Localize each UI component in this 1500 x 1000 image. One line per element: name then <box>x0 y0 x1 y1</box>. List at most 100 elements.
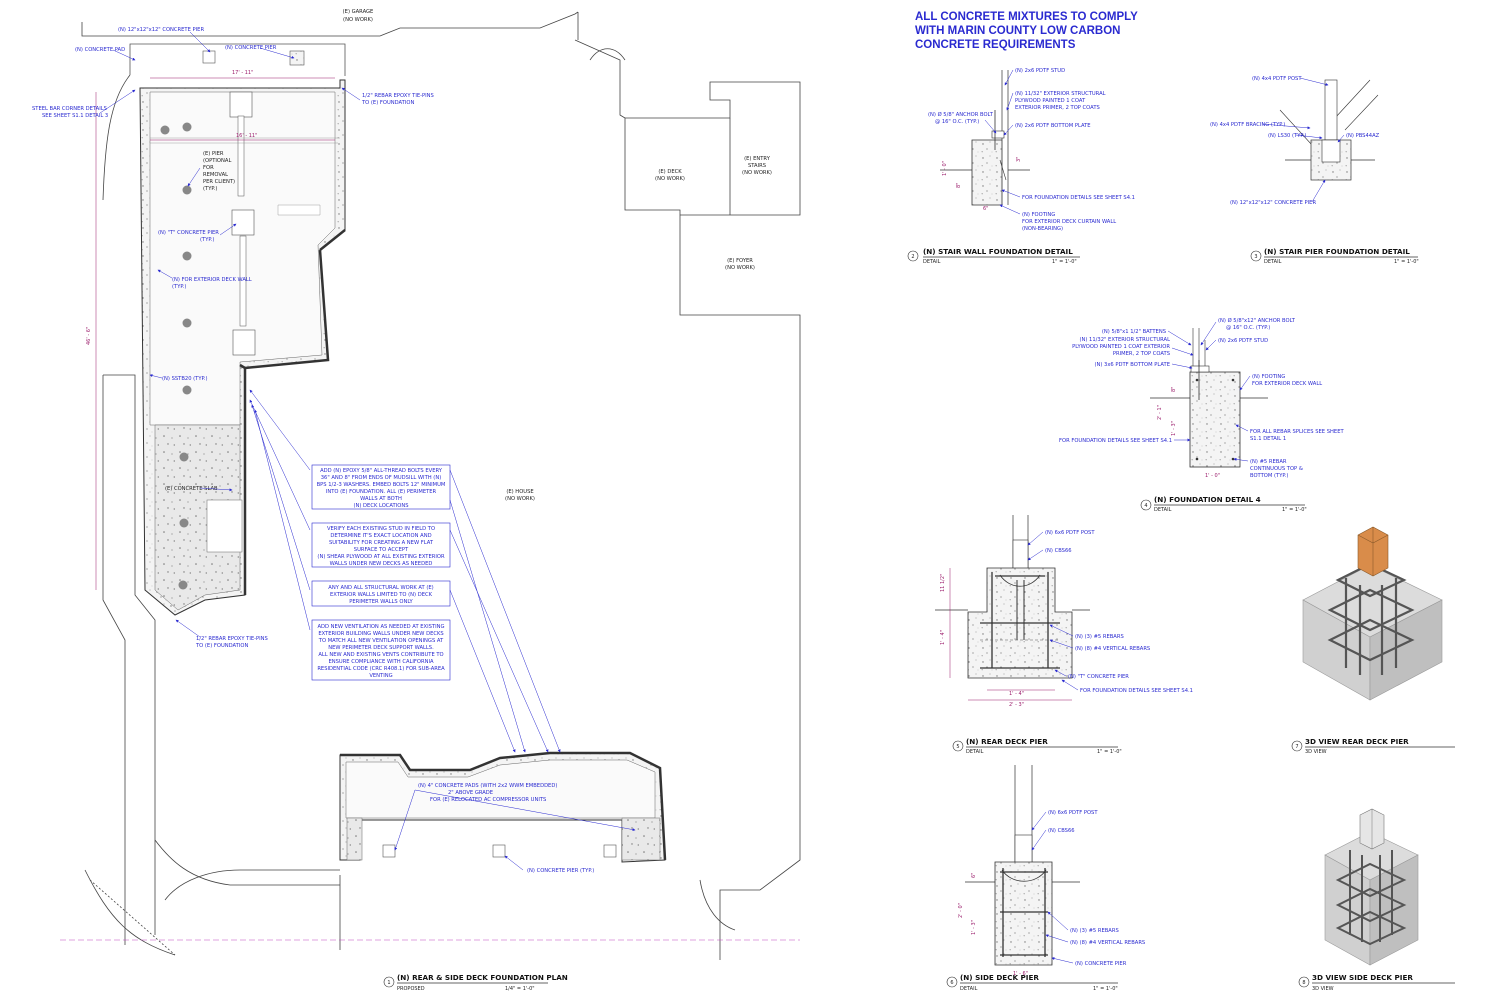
detail-8-3d-side-deck-pier: 8 3D VIEW SIDE DECK PIER 3D VIEW <box>1298 808 1455 992</box>
garage-label-1: (E) GARAGE <box>343 9 374 15</box>
house-label-2: (NO WORK) <box>505 496 535 502</box>
svg-text:DETAIL: DETAIL <box>960 986 978 992</box>
svg-text:TO MATCH ALL NEW VENTILATION O: TO MATCH ALL NEW VENTILATION OPENINGS AT <box>318 638 444 644</box>
ext-wall-label-2: (TYP.) <box>172 284 186 290</box>
svg-text:1' - 6": 1' - 6" <box>1013 971 1028 977</box>
house-label-1: (E) HOUSE <box>506 489 533 495</box>
pier-label: (N) CONCRETE PIER <box>225 45 277 51</box>
svg-text:DETERMINE IT'S EXACT LOCATION: DETERMINE IT'S EXACT LOCATION AND <box>330 533 431 539</box>
svg-text:ALL CONCRETE MIXTURES TO COMPL: ALL CONCRETE MIXTURES TO COMPLY <box>915 11 1138 23</box>
svg-text:EXTERIOR PRIMER, 2 TOP COATS: EXTERIOR PRIMER, 2 TOP COATS <box>1015 105 1100 111</box>
dim-side: 46' - 6" <box>86 327 92 345</box>
svg-text:6": 6" <box>971 873 977 878</box>
svg-text:WALLS UNDER NEW DECKS AS NEEDE: WALLS UNDER NEW DECKS AS NEEDED <box>330 561 433 567</box>
svg-text:(NON-BEARING): (NON-BEARING) <box>1022 226 1063 232</box>
deck-label-2: (NO WORK) <box>655 176 685 182</box>
svg-text:(N) CONCRETE PIER: (N) CONCRETE PIER <box>1075 961 1127 967</box>
svg-text:(N) FOOTING: (N) FOOTING <box>1252 374 1285 380</box>
svg-text:3D VIEW SIDE DECK PIER: 3D VIEW SIDE DECK PIER <box>1312 973 1413 982</box>
plan-title-block: 1 (N) REAR & SIDE DECK FOUNDATION PLAN P… <box>383 973 568 992</box>
plan-annotations: (N) 12"x12"x12" CONCRETE PIER (N) CONCRE… <box>32 27 594 874</box>
svg-text:WALLS AT BOTH: WALLS AT BOTH <box>360 496 402 502</box>
svg-text:PLYWOOD PAINTED 1 COAT EXTERIO: PLYWOOD PAINTED 1 COAT EXTERIOR <box>1072 344 1170 350</box>
slab-label: (E) CONCRETE SLAB <box>165 486 218 492</box>
pads-4in-2: 2" ABOVE GRADE <box>448 790 493 796</box>
svg-text:DETAIL: DETAIL <box>966 749 984 755</box>
svg-text:(N) (3) #5 REBARS: (N) (3) #5 REBARS <box>1070 928 1119 934</box>
plan-num: 1 <box>387 980 390 986</box>
detail-2-stair-wall-foundation: (N) 2x6 PDTF STUD (N) 11/32" EXTERIOR ST… <box>907 68 1135 265</box>
svg-text:EXTERIOR WALLS LIMITED TO (N): EXTERIOR WALLS LIMITED TO (N) DECK <box>330 592 433 598</box>
svg-text:ADD (N) EPOXY 5/8" ALL-THREAD: ADD (N) EPOXY 5/8" ALL-THREAD BOLTS EVER… <box>320 468 443 474</box>
svg-text:(N) (8) #4 VERTICAL REBARS: (N) (8) #4 VERTICAL REBARS <box>1075 646 1150 652</box>
foundation-plan <box>60 11 801 960</box>
svg-text:(N) Ø 5/8"x12" ANCHOR BOLT: (N) Ø 5/8"x12" ANCHOR BOLT <box>1218 317 1296 324</box>
svg-text:1' - 0": 1' - 0" <box>1205 473 1220 479</box>
svg-text:(N) FOOTING: (N) FOOTING <box>1022 212 1055 218</box>
plan-title: (N) REAR & SIDE DECK FOUNDATION PLAN <box>397 973 568 982</box>
svg-text:(N) 3x6 PDTF BOTTOM PLATE: (N) 3x6 PDTF BOTTOM PLATE <box>1094 362 1170 368</box>
detail-6-side-deck-pier: (N) 6x6 PDTF POST (N) CBS66 (N) (3) #5 R… <box>946 765 1145 992</box>
pads-4in-3: FOR (E) RELOCATED AC COMPRESSOR UNITS <box>430 797 546 803</box>
svg-text:PER CLIENT): PER CLIENT) <box>203 179 235 185</box>
svg-text:6: 6 <box>950 980 953 986</box>
svg-text:1' - 3": 1' - 3" <box>1171 421 1177 436</box>
svg-text:FOR ALL REBAR SPLICES SEE SHEE: FOR ALL REBAR SPLICES SEE SHEET <box>1250 429 1344 435</box>
stairs-label-2: STAIRS <box>748 163 766 169</box>
sstb-label: (N) SSTB20 (TYP.) <box>162 376 208 382</box>
svg-text:(N) DECK LOCATIONS: (N) DECK LOCATIONS <box>353 503 408 509</box>
svg-text:CONTINUOUS TOP &: CONTINUOUS TOP & <box>1250 466 1303 472</box>
svg-text:(N) STAIR PIER FOUNDATION DETA: (N) STAIR PIER FOUNDATION DETAIL <box>1264 247 1410 256</box>
svg-text:11 1/2": 11 1/2" <box>940 574 946 592</box>
detail-3-stair-pier-foundation: (N) 4x4 PDTF POST (N) 4x4 PDTF BRACING (… <box>1210 76 1419 265</box>
svg-text:5: 5 <box>956 744 959 750</box>
e-pier-label: (E) PIER (OPTIONAL FOR REMOVAL PER CLIEN… <box>203 151 235 192</box>
svg-text:2: 2 <box>911 254 914 260</box>
rear-deck-footprint <box>139 50 346 616</box>
svg-text:BOTTOM (TYP.): BOTTOM (TYP.) <box>1250 473 1288 479</box>
svg-text:(N) Ø 5/8" ANCHOR BOLT: (N) Ø 5/8" ANCHOR BOLT <box>928 111 994 118</box>
svg-text:(N) 5/8"x1 1/2" BATTENS: (N) 5/8"x1 1/2" BATTENS <box>1102 329 1166 335</box>
svg-text:FOR EXTERIOR DECK CURTAIN WALL: FOR EXTERIOR DECK CURTAIN WALL <box>1022 219 1116 225</box>
svg-text:(N) (3) #5 REBARS: (N) (3) #5 REBARS <box>1075 634 1124 640</box>
svg-text:(N) 12"x12"x12" CONCRETE PIER: (N) 12"x12"x12" CONCRETE PIER <box>1230 200 1316 206</box>
svg-text:(N) (8) #4 VERTICAL REBARS: (N) (8) #4 VERTICAL REBARS <box>1070 940 1145 946</box>
svg-text:ANY AND ALL STRUCTURAL WORK AT: ANY AND ALL STRUCTURAL WORK AT (E) <box>328 585 433 591</box>
ext-wall-label-1: (N) FOR EXTERIOR DECK WALL <box>172 277 252 283</box>
svg-text:ENSURE COMPLIANCE WITH CALIFOR: ENSURE COMPLIANCE WITH CALIFORNIA <box>328 659 434 665</box>
pads-4in-1: (N) 4" CONCRETE PADS (WITH 2x2 WWM EMBED… <box>418 783 557 789</box>
svg-text:DETAIL: DETAIL <box>923 259 941 265</box>
svg-text:INTO (E) FOUNDATION. ALL (E) P: INTO (E) FOUNDATION. ALL (E) PERIMETER <box>326 489 437 495</box>
t-pier-label-2: (TYP.) <box>200 237 214 243</box>
svg-text:(N) 11/32" EXTERIOR STRUCTURAL: (N) 11/32" EXTERIOR STRUCTURAL <box>1015 91 1106 97</box>
svg-text:VERIFY EACH EXISTING STUD IN F: VERIFY EACH EXISTING STUD IN FIELD TO <box>327 526 435 532</box>
t-pier-label-1: (N) "T" CONCRETE PIER <box>158 230 219 236</box>
svg-text:EXTERIOR BUILDING WALLS UNDER: EXTERIOR BUILDING WALLS UNDER NEW DECKS <box>318 631 443 637</box>
svg-text:(N) SIDE DECK PIER: (N) SIDE DECK PIER <box>960 973 1039 982</box>
svg-text:CONCRETE REQUIREMENTS: CONCRETE REQUIREMENTS <box>915 39 1076 51</box>
svg-text:SURFACE TO ACCEPT: SURFACE TO ACCEPT <box>354 547 409 553</box>
svg-text:6": 6" <box>983 206 988 212</box>
rebar-tie-bottom-2: TO (E) FOUNDATION <box>195 643 248 649</box>
svg-text:7: 7 <box>1295 744 1298 750</box>
pad-label: (N) CONCRETE PAD <box>75 47 125 53</box>
svg-text:S1.1 DETAIL 1: S1.1 DETAIL 1 <box>1250 436 1286 442</box>
svg-text:(N) CBS66: (N) CBS66 <box>1045 548 1072 554</box>
rebar-tie-top-1: 1/2" REBAR EPOXY TIE-PINS <box>362 93 434 99</box>
svg-text:(N) STAIR WALL FOUNDATION DETA: (N) STAIR WALL FOUNDATION DETAIL <box>923 247 1073 256</box>
svg-text:(N) 2x6 PDTF BOTTOM PLATE: (N) 2x6 PDTF BOTTOM PLATE <box>1015 123 1091 129</box>
svg-text:@ 16" O.C. (TYP.): @ 16" O.C. (TYP.) <box>1226 325 1270 331</box>
side-deck-footprint <box>339 751 667 863</box>
svg-text:FOR FOUNDATION DETAILS SEE SHE: FOR FOUNDATION DETAILS SEE SHEET S4.1 <box>1059 438 1172 444</box>
svg-text:ADD NEW VENTILATION AS NEEDED: ADD NEW VENTILATION AS NEEDED AT EXISTIN… <box>317 624 444 630</box>
plan-leaders <box>99 31 636 871</box>
svg-text:(N) CBS66: (N) CBS66 <box>1048 828 1075 834</box>
plan-subtitle: PROPOSED <box>397 986 425 992</box>
svg-text:2' - 1": 2' - 1" <box>1157 405 1163 420</box>
svg-text:(N) #5 REBAR: (N) #5 REBAR <box>1250 459 1287 465</box>
svg-text:1' - 4": 1' - 4" <box>1009 691 1024 697</box>
svg-text:1' - 3": 1' - 3" <box>971 920 977 935</box>
svg-text:3D VIEW REAR DECK PIER: 3D VIEW REAR DECK PIER <box>1305 737 1409 746</box>
svg-text:DETAIL: DETAIL <box>1264 259 1282 265</box>
